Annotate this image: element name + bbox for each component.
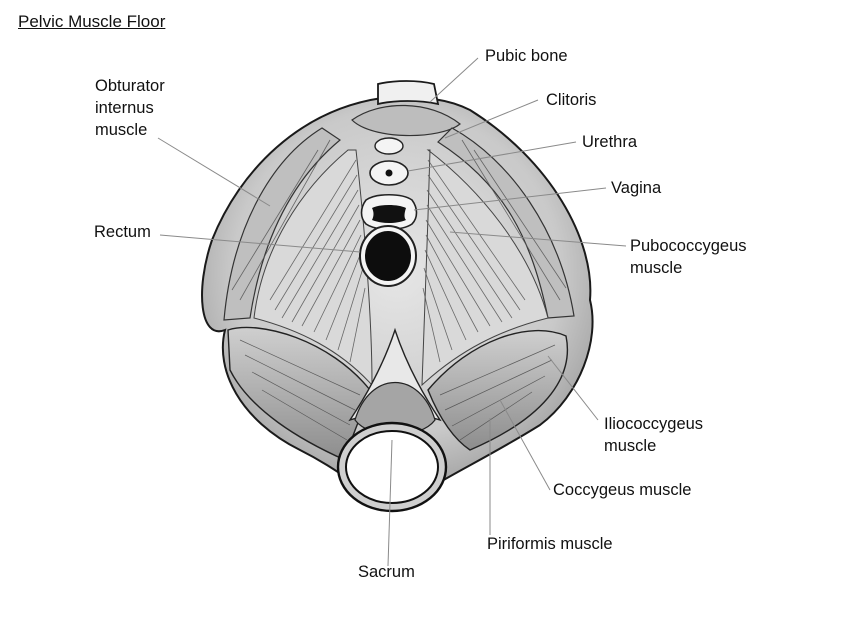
label-clitoris: Clitoris <box>546 91 597 109</box>
label-pubococcygeus-line2: muscle <box>630 259 683 277</box>
sacrum-face <box>345 430 439 504</box>
label-iliococcygeus-line2: muscle <box>604 437 657 455</box>
label-pubococcygeus-line1: Pubococcygeus <box>630 237 747 255</box>
label-coccygeus: Coccygeus muscle <box>553 481 692 499</box>
pubic-arch <box>351 104 461 137</box>
right-levator-fan <box>421 149 549 387</box>
page-title: Pelvic Muscle Floor <box>18 12 166 31</box>
label-iliococcygeus-line1: Iliococcygeus <box>604 415 704 433</box>
lower-lobe-fibres <box>239 339 556 441</box>
label-obturator-line3: muscle <box>95 121 148 139</box>
label-sacrum: Sacrum <box>358 563 415 581</box>
label-rectum: Rectum <box>94 223 151 241</box>
label-pubic-bone: Pubic bone <box>485 47 568 65</box>
left-muscle-band <box>223 127 342 321</box>
clitoris-opening <box>374 137 404 155</box>
leader-lines <box>157 57 627 567</box>
label-obturator-line1: Obturator <box>95 77 165 95</box>
label-vagina: Vagina <box>611 179 662 197</box>
right-muscle-band <box>437 127 575 319</box>
label-obturator-line2: internus <box>95 99 154 117</box>
muscle-fibres <box>231 139 567 363</box>
pubic-bone-shape <box>377 80 440 106</box>
left-lower-lobe <box>227 326 371 461</box>
label-piriformis: Piriformis muscle <box>487 535 613 553</box>
label-urethra: Urethra <box>582 133 638 151</box>
